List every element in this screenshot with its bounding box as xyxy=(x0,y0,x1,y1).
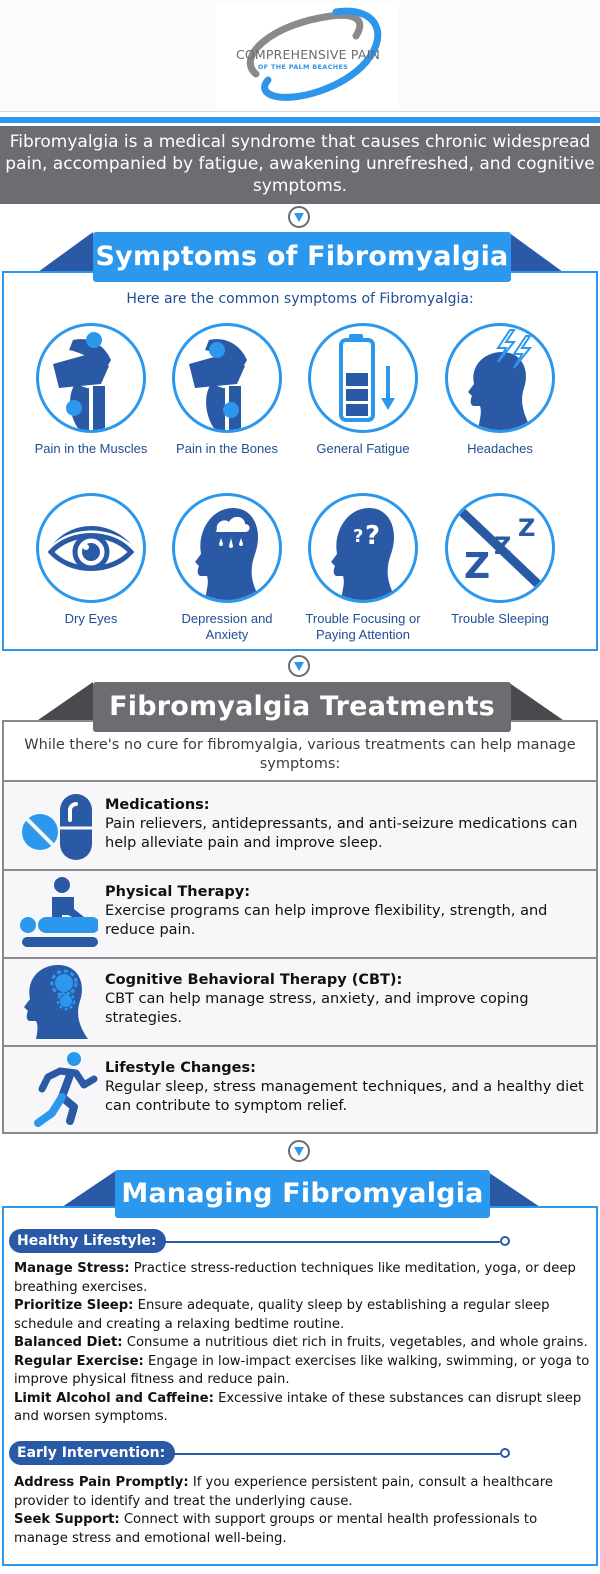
rule-end-dot xyxy=(500,1448,510,1458)
svg-text:?: ? xyxy=(365,521,380,551)
logo-subtitle: OF THE PALM BEACHES xyxy=(257,63,349,71)
symptom-card: General Fatigue xyxy=(295,323,431,457)
divider xyxy=(0,111,600,112)
treatment-row: Cognitive Behavioral Therapy (CBT): CBT … xyxy=(4,957,596,1045)
section-title-managing: Managing Fibromyalgia xyxy=(115,1170,490,1218)
list-item: Limit Alcohol and Caffeine: Excessive in… xyxy=(14,1390,582,1425)
list-item: Regular Exercise: Engage in low-impact e… xyxy=(14,1353,590,1388)
knee-bone-icon xyxy=(172,323,282,433)
symptom-card: ? ? Trouble Focusing or Paying Attention xyxy=(295,493,431,643)
treatment-description: CBT can help manage stress, anxiety, and… xyxy=(105,991,529,1026)
treatment-text: Physical Therapy: Exercise programs can … xyxy=(105,883,591,940)
symptom-label: Depression and Anxiety xyxy=(181,611,273,642)
symptom-label: Trouble Sleeping xyxy=(451,611,549,626)
ribbon-wing-right xyxy=(508,682,563,720)
treatment-row: Physical Therapy: Exercise programs can … xyxy=(4,869,596,957)
head-question-icon: ? ? xyxy=(308,493,418,603)
running-person-icon xyxy=(34,1052,98,1127)
knee-muscle-icon xyxy=(36,323,146,433)
logo-title: COMPREHENSIVE PAIN xyxy=(235,47,381,62)
ribbon-wing-right xyxy=(508,232,563,272)
treatment-title: Lifestyle Changes: xyxy=(105,1060,256,1076)
symptom-label: Headaches xyxy=(467,441,533,456)
ribbon-wing-right xyxy=(485,1170,540,1207)
symptom-label: General Fatigue xyxy=(316,441,410,456)
head-rain-cloud-icon xyxy=(172,493,282,603)
group-heading-healthy-lifestyle: Healthy Lifestyle: xyxy=(9,1229,167,1253)
no-sleep-icon: Z Z Z xyxy=(445,493,555,603)
ribbon-wing-left xyxy=(38,232,93,272)
logo[interactable]: COMPREHENSIVE PAIN OF THE PALM BEACHES xyxy=(216,2,398,108)
symptom-card: Pain in the Muscles xyxy=(23,323,159,457)
battery-low-icon xyxy=(308,323,418,433)
list-item: Address Pain Promptly: If you experience… xyxy=(14,1475,553,1509)
treatment-description: Exercise programs can help improve flexi… xyxy=(105,903,548,938)
list-item: Seek Support: Connect with support group… xyxy=(14,1512,538,1546)
svg-text:?: ? xyxy=(353,526,363,547)
treatment-description: Pain relievers, antidepressants, and ant… xyxy=(105,816,578,851)
group-heading-early-intervention: Early Intervention: xyxy=(9,1441,176,1465)
symptom-label: Pain in the Bones xyxy=(176,441,278,456)
symptom-label: Pain in the Muscles xyxy=(34,441,148,456)
symptom-label: Trouble Focusing or Paying Attention xyxy=(305,611,421,642)
down-arrow-icon xyxy=(288,655,310,677)
treatment-title: Cognitive Behavioral Therapy (CBT): xyxy=(105,972,403,988)
treatments-intro: While there's no cure for fibromyalgia, … xyxy=(24,737,576,772)
pill-capsule-icon xyxy=(22,794,92,860)
treatment-row: Lifestyle Changes: Regular sleep, stress… xyxy=(4,1045,596,1132)
svg-text:Z: Z xyxy=(518,514,535,542)
treatment-title: Medications: xyxy=(105,797,210,813)
symptom-label: Dry Eyes xyxy=(64,611,118,626)
head-gears-icon xyxy=(24,965,88,1039)
symptom-card: Headaches xyxy=(432,323,568,457)
healthy-lifestyle-list: Manage Stress: Practice stress-reduction… xyxy=(14,1260,594,1427)
heading-rule xyxy=(160,1453,500,1455)
symptom-card: Dry Eyes xyxy=(23,493,159,627)
list-item: Balanced Diet: Consume a nutritious diet… xyxy=(14,1335,588,1350)
treatment-text: Medications: Pain relievers, antidepress… xyxy=(105,796,591,853)
list-item: Manage Stress: Practice stress-reduction… xyxy=(14,1261,576,1295)
head-lightning-icon xyxy=(445,323,555,433)
rule-end-dot xyxy=(500,1236,510,1246)
section-title-symptoms: Symptoms of Fibromyalgia xyxy=(93,232,511,282)
managing-panel xyxy=(2,1206,598,1566)
symptom-card: Z Z Z Trouble Sleeping xyxy=(432,493,568,627)
down-arrow-icon xyxy=(288,206,310,228)
symptoms-subtitle: Here are the common symptoms of Fibromya… xyxy=(126,291,474,307)
ribbon-wing-left xyxy=(62,1170,117,1207)
intro-banner: Fibromyalgia is a medical syndrome that … xyxy=(0,126,600,204)
heading-rule xyxy=(160,1241,500,1243)
treatment-row: Medications: Pain relievers, antidepress… xyxy=(4,780,596,869)
treatment-description: Regular sleep, stress management techniq… xyxy=(105,1079,584,1114)
svg-text:Z: Z xyxy=(464,546,490,587)
treatment-text: Cognitive Behavioral Therapy (CBT): CBT … xyxy=(105,971,591,1028)
symptom-card: Depression and Anxiety xyxy=(159,493,295,643)
ribbon-wing-left xyxy=(38,682,93,720)
header: COMPREHENSIVE PAIN OF THE PALM BEACHES xyxy=(0,0,600,110)
down-arrow-icon xyxy=(288,1140,310,1162)
early-intervention-list: Address Pain Promptly: If you experience… xyxy=(14,1474,594,1548)
logo-swoosh-icon xyxy=(246,7,382,101)
treatment-text: Lifestyle Changes: Regular sleep, stress… xyxy=(105,1059,591,1116)
accent-bar xyxy=(0,117,600,123)
list-item: Prioritize Sleep: Ensure adequate, quali… xyxy=(14,1298,550,1332)
physical-therapy-icon xyxy=(20,877,98,947)
eye-icon xyxy=(36,493,146,603)
section-title-treatments: Fibromyalgia Treatments xyxy=(93,682,511,732)
treatment-title: Physical Therapy: xyxy=(105,884,251,900)
symptom-card: Pain in the Bones xyxy=(159,323,295,457)
